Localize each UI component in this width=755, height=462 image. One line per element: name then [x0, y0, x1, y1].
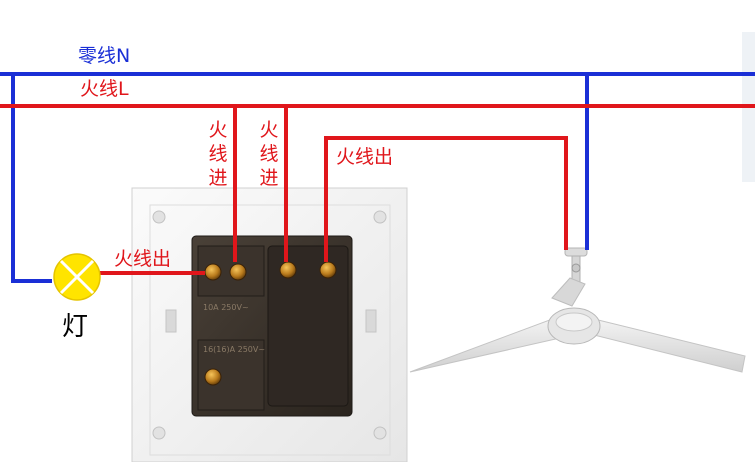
- rating-mark-lower: 16(16)A 250V~: [203, 345, 265, 354]
- neutral-wires: [0, 72, 755, 283]
- neutral-line-label: 零线N: [78, 45, 131, 67]
- rating-mark-upper: 10A 250V~: [203, 303, 249, 312]
- live-out-fan-label: 火线出: [336, 146, 394, 168]
- lamp-cross-icon: [53, 253, 101, 301]
- live-in-label-1: 火线进: [208, 119, 228, 189]
- neutral-to-lamp-wire: [11, 74, 52, 283]
- live-out-fan-wire: [324, 136, 568, 262]
- ceiling-fan-icon: [409, 247, 746, 373]
- live-line-label: 火线L: [80, 78, 129, 100]
- live-out-lamp-label: 火线出: [114, 248, 172, 270]
- live-in-label-2: 火线进: [259, 119, 279, 189]
- live-wires: [0, 104, 755, 275]
- lamp-label: 灯: [62, 312, 89, 342]
- wall-switch-icon: [131, 187, 408, 462]
